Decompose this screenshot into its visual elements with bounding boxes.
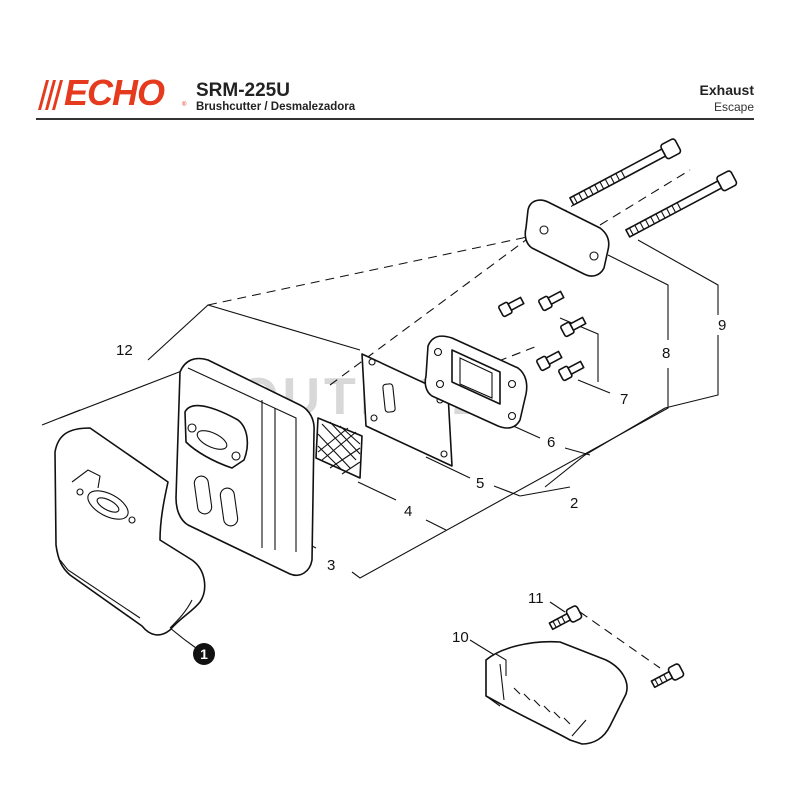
callout-10: 10 [452,629,469,646]
logo-stripes-icon [38,80,63,110]
callout-12: 12 [116,342,133,359]
model-description: Brushcutter / Desmalezadora [196,101,356,113]
header-divider [36,118,754,120]
section-subtitle: Escape [713,100,754,114]
muffler-cover-part [485,640,628,745]
callout-7: 7 [620,391,628,408]
flange-screws-part [498,290,587,382]
callout-labels: 1 2 3 4 5 6 7 8 9 10 11 12 [116,317,726,665]
header: ECHO ® SRM-225U Brushcutter / Desmalezad… [0,0,800,125]
callout-5: 5 [476,475,484,492]
echo-logo: ECHO ® [36,72,187,113]
model-number: SRM-225U [196,80,290,101]
callout-6: 6 [547,434,555,451]
callout-1: 1 [200,646,208,662]
callout-2: 2 [570,495,578,512]
callout-11: 11 [528,590,544,607]
section-title: Exhaust [699,82,754,98]
clamp-plate-part [524,199,610,277]
callout-8: 8 [662,345,670,362]
logo-wordmark: ECHO [64,72,165,113]
registered-mark-icon: ® [182,102,187,108]
callout-badge-1 [193,643,215,665]
heat-shield-part [54,427,206,636]
spark-arrestor-screen-part [315,417,363,479]
callout-4: 4 [404,503,412,520]
muffler-part [175,357,315,576]
callout-3: 3 [327,557,335,574]
cover-screws-part [548,605,685,689]
long-bolts-part [569,138,738,238]
callout-9: 9 [718,317,726,334]
exhaust-flange-part [424,335,528,429]
